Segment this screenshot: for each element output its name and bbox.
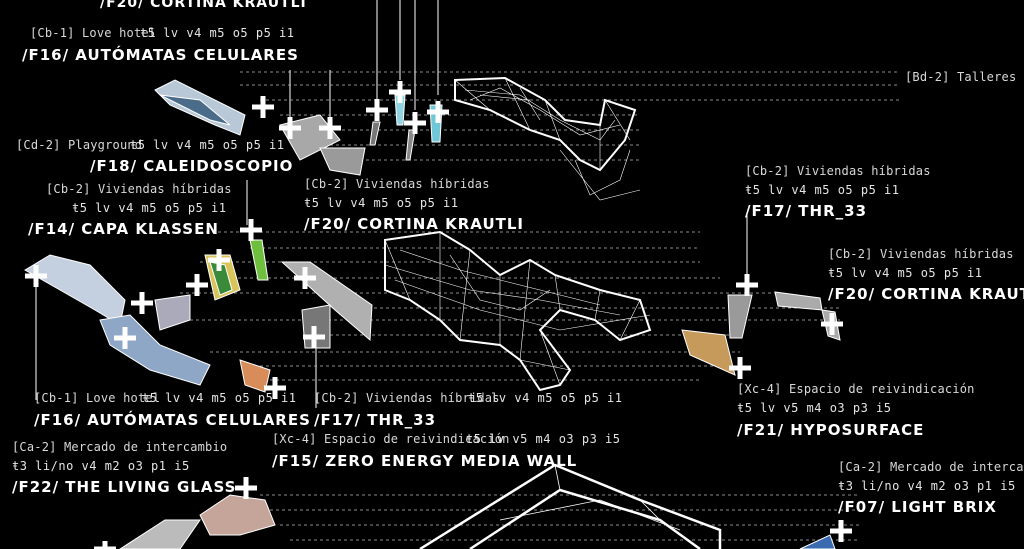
- label-f17-mid-title: /F17/ THR_33: [314, 411, 437, 429]
- label-f20-right-category: [Cb-2] Viviendas híbridas: [828, 247, 1014, 261]
- label-f21-code: ŧ5 lv v5 m4 o3 p3 i5: [737, 401, 892, 415]
- plus-markers: [25, 81, 852, 549]
- leader-lines: [35, 0, 748, 408]
- label-f17-right-code: ŧ5 lv v4 m5 o5 p5 i1: [745, 183, 900, 197]
- label-f21-category: [Xc-4] Espacio de reivindicación: [737, 382, 975, 396]
- label-f22-category: [Ca-2] Mercado de intercambio: [12, 440, 228, 454]
- label-f17-mid-category: [Cb-2] Viviendas híbridas: [314, 391, 500, 405]
- label-f15-title: /F15/ ZERO ENERGY MEDIA WALL: [272, 452, 578, 470]
- label-f15-code: ŧ5 lv v5 m4 o3 p3 i5: [466, 432, 621, 446]
- glass-panels: [24, 79, 841, 549]
- wireframe-structure-bottom: [419, 463, 722, 549]
- label-f20-right-title: /F20/ CORTINA KRAUTLI: [828, 285, 1024, 303]
- label-playground-category: [Cd-2] Playground: [16, 138, 143, 152]
- label-f21-title: /F21/ HYPOSURFACE: [737, 421, 925, 439]
- label-f07-code: ŧ3 li/no v4 m2 o3 p1 i5: [838, 479, 1016, 493]
- label-f07-title: /F07/ LIGHT BRIX: [838, 498, 997, 516]
- label-playground-code: ŧ5 lv v4 m5 o5 p5 i1: [130, 138, 285, 152]
- label-love-hotel-top-code: ŧ5 lv v4 m5 o5 p5 i1: [140, 26, 295, 40]
- label-love-hotel-mid-code: ŧ5 lv v4 m5 o5 p5 i1: [142, 391, 297, 405]
- label-f20-mid-category: [Cb-2] Viviendas híbridas: [304, 177, 490, 191]
- label-love-hotel-top-category: [Cb-1] Love hotel: [30, 26, 157, 40]
- label-love-hotel-mid-category: [Cb-1] Love hotel: [34, 391, 161, 405]
- label-talleres-category: [Bd-2] Talleres de e: [905, 70, 1024, 84]
- label-f20-right-code: ŧ5 lv v4 m5 o5 p5 i1: [828, 266, 983, 280]
- label-f20-top-title: /F20/ CORTINA KRAUTLI: [100, 0, 307, 11]
- label-f14-code: ŧ5 lv v4 m5 o5 p5 i1: [72, 201, 227, 215]
- label-f22-code: ŧ3 li/no v4 m2 o3 p1 i5: [12, 459, 190, 473]
- label-f20-mid-code: ŧ5 lv v4 m5 o5 p5 i1: [304, 196, 459, 210]
- label-f22-title: /F22/ THE LIVING GLASS: [12, 478, 237, 496]
- label-f14-category: [Cb-2] Viviendas híbridas: [46, 182, 232, 196]
- label-f17-right-title: /F17/ THR_33: [745, 202, 868, 220]
- label-f14-title: /F14/ CAPA KLASSEN: [28, 220, 219, 238]
- label-f18-title: /F18/ CALEIDOSCOPIO: [90, 157, 294, 175]
- label-f16-mid-title: /F16/ AUTÓMATAS CELULARES: [34, 411, 311, 429]
- wireframe-structure-middle: [384, 230, 652, 392]
- label-f16-top-title: /F16/ AUTÓMATAS CELULARES: [22, 46, 299, 64]
- label-f07-category: [Ca-2] Mercado de intercambio: [838, 460, 1024, 474]
- projection-lines: [160, 71, 900, 541]
- label-f17-mid-code: ŧ5 lv v4 m5 o5 p5 i1: [468, 391, 623, 405]
- label-f15-category: [Xc-4] Espacio de reivindicación: [272, 432, 510, 446]
- label-f17-right-category: [Cb-2] Viviendas híbridas: [745, 164, 931, 178]
- label-f20-mid-title: /F20/ CORTINA KRAUTLI: [304, 215, 525, 233]
- wireframe-structure-top: [454, 76, 641, 201]
